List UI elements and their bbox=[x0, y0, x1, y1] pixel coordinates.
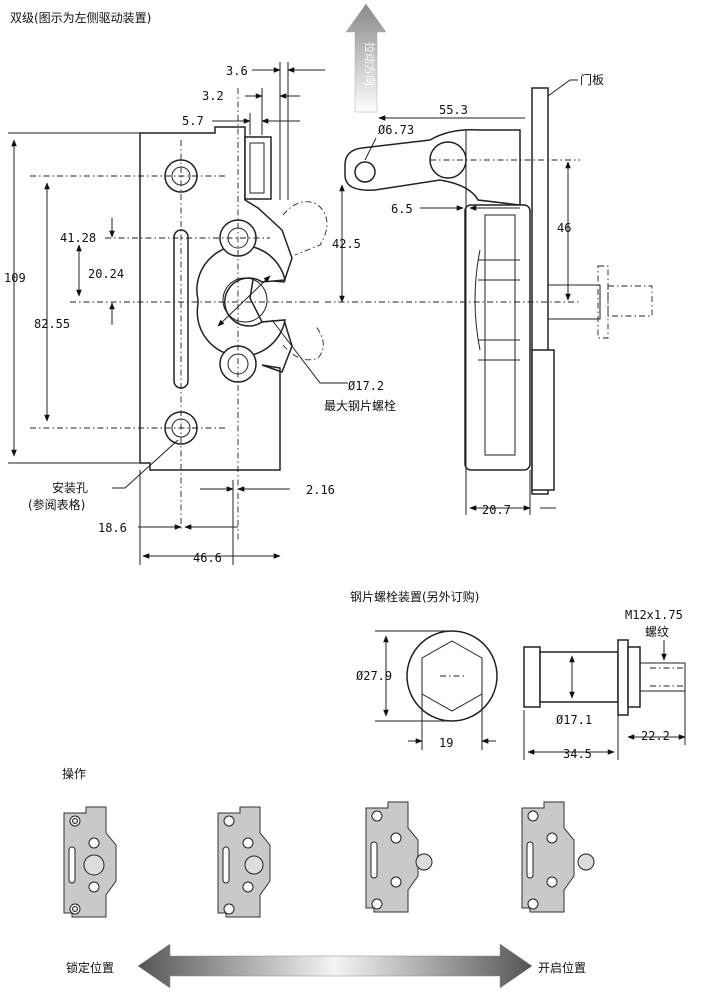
dim-82-55: 82.55 bbox=[34, 317, 70, 331]
top-dimensions: 3.6 3.2 5.7 bbox=[182, 62, 325, 200]
operation-step-4 bbox=[521, 801, 595, 913]
dim-18-6: 18.6 bbox=[98, 521, 127, 535]
pull-direction-label: 拉动方向 bbox=[363, 42, 377, 86]
note-thread: 螺纹 bbox=[645, 625, 669, 639]
dim-109: 109 bbox=[4, 271, 26, 285]
latch-side-view bbox=[325, 87, 653, 515]
locked-open-arrow bbox=[137, 943, 533, 989]
dim-42-5: 42.5 bbox=[332, 237, 361, 251]
note-max-bolt: 最大钢片螺栓 bbox=[324, 398, 396, 413]
dim-3-6: 3.6 bbox=[226, 64, 248, 78]
operation-title: 操作 bbox=[62, 766, 86, 781]
bolt-assembly-title: 钢片螺栓装置(另外订购) bbox=[350, 589, 479, 604]
dim-34-5: 34.5 bbox=[563, 747, 592, 761]
dim-19: 19 bbox=[439, 736, 453, 750]
dim-3-2: 3.2 bbox=[202, 89, 224, 103]
dim-dia-17-1: Ø17.1 bbox=[556, 713, 592, 727]
dim-dia-17-2: Ø17.2 bbox=[348, 379, 384, 393]
left-dimensions: 109 82.55 41.28 20.24 bbox=[4, 132, 140, 464]
operation-step-2 bbox=[217, 806, 271, 918]
side-dimensions: Ø6.73 55.3 6.5 42.5 46 20.7 门板 bbox=[332, 72, 604, 517]
locked-position-label: 锁定位置 bbox=[66, 960, 114, 975]
note-see-table: (参阅表格) bbox=[28, 497, 85, 512]
dim-20-24: 20.24 bbox=[88, 267, 124, 281]
dim-6-5: 6.5 bbox=[391, 202, 413, 216]
bottom-dimensions: 2.16 18.6 46.6 bbox=[98, 470, 335, 565]
door-panel-label: 门板 bbox=[580, 72, 604, 87]
bolt-side-view: Ø17.1 34.5 22.2 M12x1.75 螺纹 bbox=[523, 608, 686, 761]
note-mount-hole: 安装孔 bbox=[52, 480, 88, 495]
operation-step-3 bbox=[365, 801, 433, 913]
dim-20-7: 20.7 bbox=[482, 503, 511, 517]
dim-dia-27-9: Ø27.9 bbox=[356, 669, 392, 683]
open-position-label: 开启位置 bbox=[538, 960, 586, 975]
dim-41-28: 41.28 bbox=[60, 231, 96, 245]
drawing-title: 双级(图示为左侧驱动装置) bbox=[10, 10, 151, 25]
pull-direction-arrow: 拉动方向 bbox=[345, 3, 387, 113]
latch-front-view bbox=[30, 88, 348, 540]
dim-55-3: 55.3 bbox=[439, 103, 468, 117]
dim-m12-thread: M12x1.75 bbox=[625, 608, 683, 622]
bolt-end-view: Ø27.9 19 bbox=[356, 630, 498, 750]
operation-step-1 bbox=[63, 806, 117, 918]
dim-dia-6-73: Ø6.73 bbox=[378, 123, 414, 137]
dim-46-6: 46.6 bbox=[193, 551, 222, 565]
mount-hole-leader bbox=[112, 439, 179, 489]
dim-2-16: 2.16 bbox=[306, 483, 335, 497]
dim-22-2: 22.2 bbox=[641, 729, 670, 743]
dim-5-7: 5.7 bbox=[182, 114, 204, 128]
dim-46: 46 bbox=[557, 221, 571, 235]
